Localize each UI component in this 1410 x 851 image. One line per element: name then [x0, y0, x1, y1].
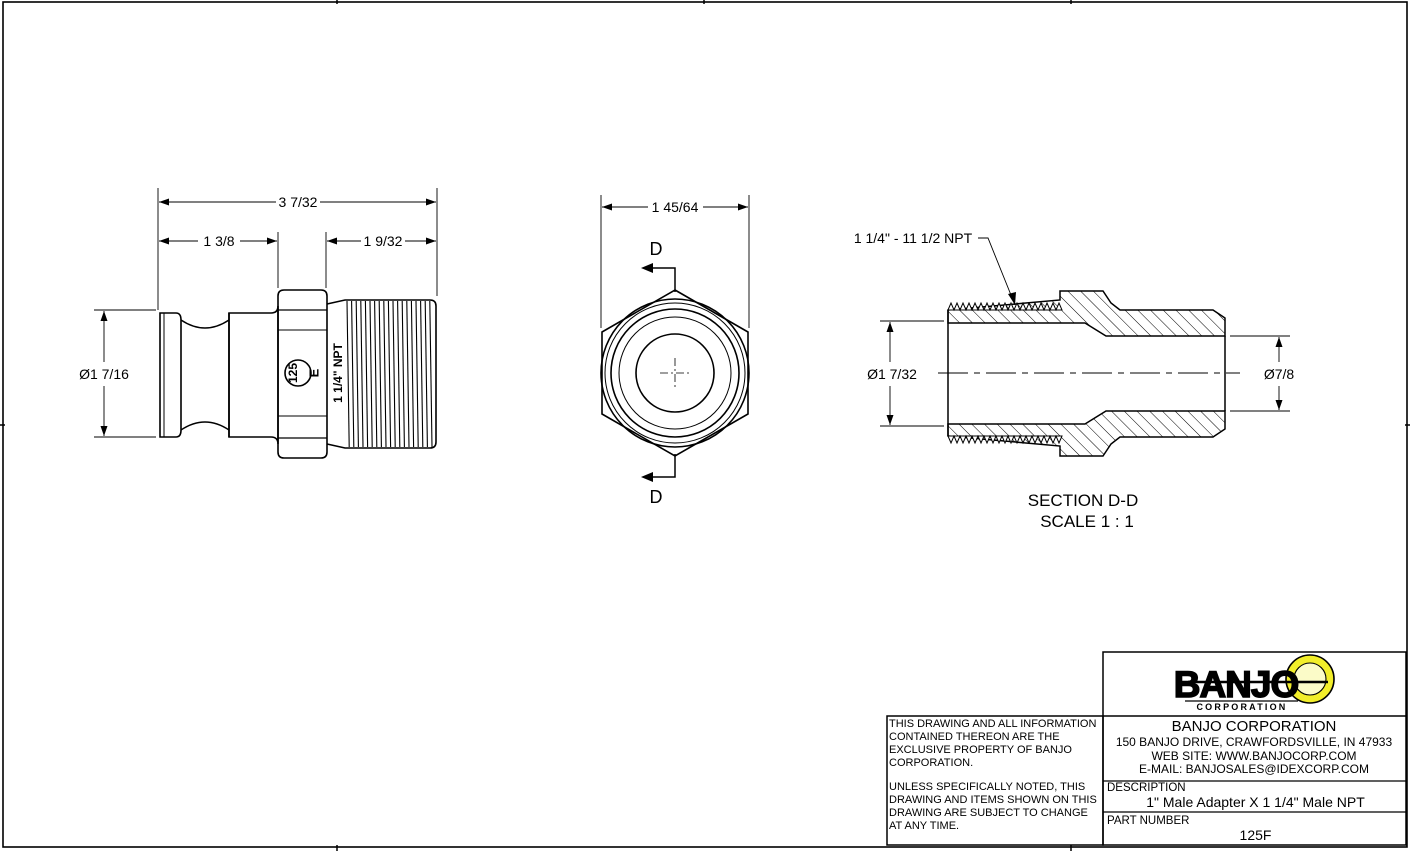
section-letter-top: D [650, 239, 663, 259]
section-line-top [645, 267, 676, 292]
side-view-threads [346, 300, 433, 448]
end-view-bore [635, 333, 715, 413]
thread-line [346, 300, 350, 448]
side-view-body [228, 305, 279, 445]
logo-subtitle: CORPORATION [1196, 702, 1287, 712]
dim-end-width: 1 45/64 [652, 199, 699, 215]
side-view-groove [180, 319, 230, 329]
thread-line [397, 300, 401, 448]
part-number-label: PART NUMBER [1107, 815, 1190, 827]
section-thread-top [947, 301, 1063, 312]
thread-line [355, 300, 359, 448]
company-email: E-MAIL: BANJOSALES@IDEXCORP.COM [1138, 762, 1369, 776]
logo-wordmark: BANJO [1174, 664, 1299, 705]
stamp-size: 125 [286, 363, 300, 383]
section-scale: SCALE 1 : 1 [1040, 512, 1134, 531]
thread-line [392, 300, 396, 448]
thread-mark: 1 1/4" NPT [331, 342, 345, 402]
company-info: BANJO CORPORATION 150 BANJO DRIVE, CRAWF… [1104, 718, 1404, 777]
side-view-stamp: 125 E 1 1/4" NPT [284, 342, 345, 403]
thread-line [406, 300, 410, 448]
section-dimensions [880, 237, 1290, 427]
thread-line [429, 300, 433, 448]
side-view-dimensions [94, 188, 438, 438]
thread-line [360, 300, 364, 448]
description-value: 1" Male Adapter X 1 1/4" Male NPT [1146, 794, 1365, 810]
thread-line [424, 300, 428, 448]
side-view-hex [277, 289, 328, 459]
description-label: DESCRIPTION [1107, 782, 1186, 794]
thread-line [374, 300, 378, 448]
side-view-thread-body [326, 299, 437, 449]
section-view [938, 290, 1240, 457]
thread-line [387, 300, 392, 448]
company-website: WEB SITE: WWW.BANJOCORP.COM [1151, 748, 1357, 763]
thread-line [420, 300, 424, 448]
dim-section-right-diameter: Ø7/8 [1264, 366, 1295, 382]
notice-change: UNLESS SPECIFICALLY NOTED, THIS DRAWING … [889, 781, 1097, 832]
section-thread-bottom [947, 434, 1063, 445]
ownership-notices: THIS DRAWING AND ALL INFORMATION CONTAIN… [889, 718, 1103, 844]
end-view-outer-ring [600, 298, 750, 448]
end-view-dimensions [600, 195, 750, 328]
thread-line [351, 300, 355, 448]
section-title: SECTION D-D [1028, 491, 1139, 510]
thread-line [410, 300, 415, 448]
end-view-hex [601, 289, 749, 457]
side-view-lip [159, 312, 182, 438]
part-number-value: 125F [1239, 827, 1272, 843]
company-address: 150 BANJO DRIVE, CRAWFORDSVILLE, IN 4793… [1115, 735, 1393, 749]
end-view [600, 263, 750, 482]
notice-ownership: THIS DRAWING AND ALL INFORMATION CONTAIN… [889, 718, 1097, 769]
dim-side-diameter: Ø1 7/16 [79, 366, 129, 382]
title-block-grid [886, 651, 1407, 846]
thread-line [378, 300, 382, 448]
section-letter-bottom: D [650, 487, 663, 507]
dim-section-left-diameter: Ø1 7/32 [867, 366, 917, 382]
thread-leader [978, 237, 1016, 306]
company-name: BANJO CORPORATION [1171, 718, 1337, 735]
thread-line [383, 300, 387, 448]
section-upper-wall [947, 290, 1226, 337]
stamp-letter: E [307, 368, 322, 377]
side-view [159, 289, 437, 459]
banjo-logo: BANJO CORPORATION [1173, 654, 1335, 712]
dim-overall-length: 3 7/32 [279, 194, 318, 210]
thread-line [369, 300, 373, 448]
section-lower-wall [947, 410, 1226, 457]
thread-line [415, 300, 419, 448]
thread-line [401, 300, 405, 448]
dim-right-length: 1 9/32 [364, 233, 403, 249]
thread-line [364, 300, 369, 448]
section-line-bottom [645, 454, 676, 478]
dim-left-length: 1 3/8 [203, 233, 234, 249]
thread-callout: 1 1/4" - 11 1/2 NPT [854, 230, 973, 246]
